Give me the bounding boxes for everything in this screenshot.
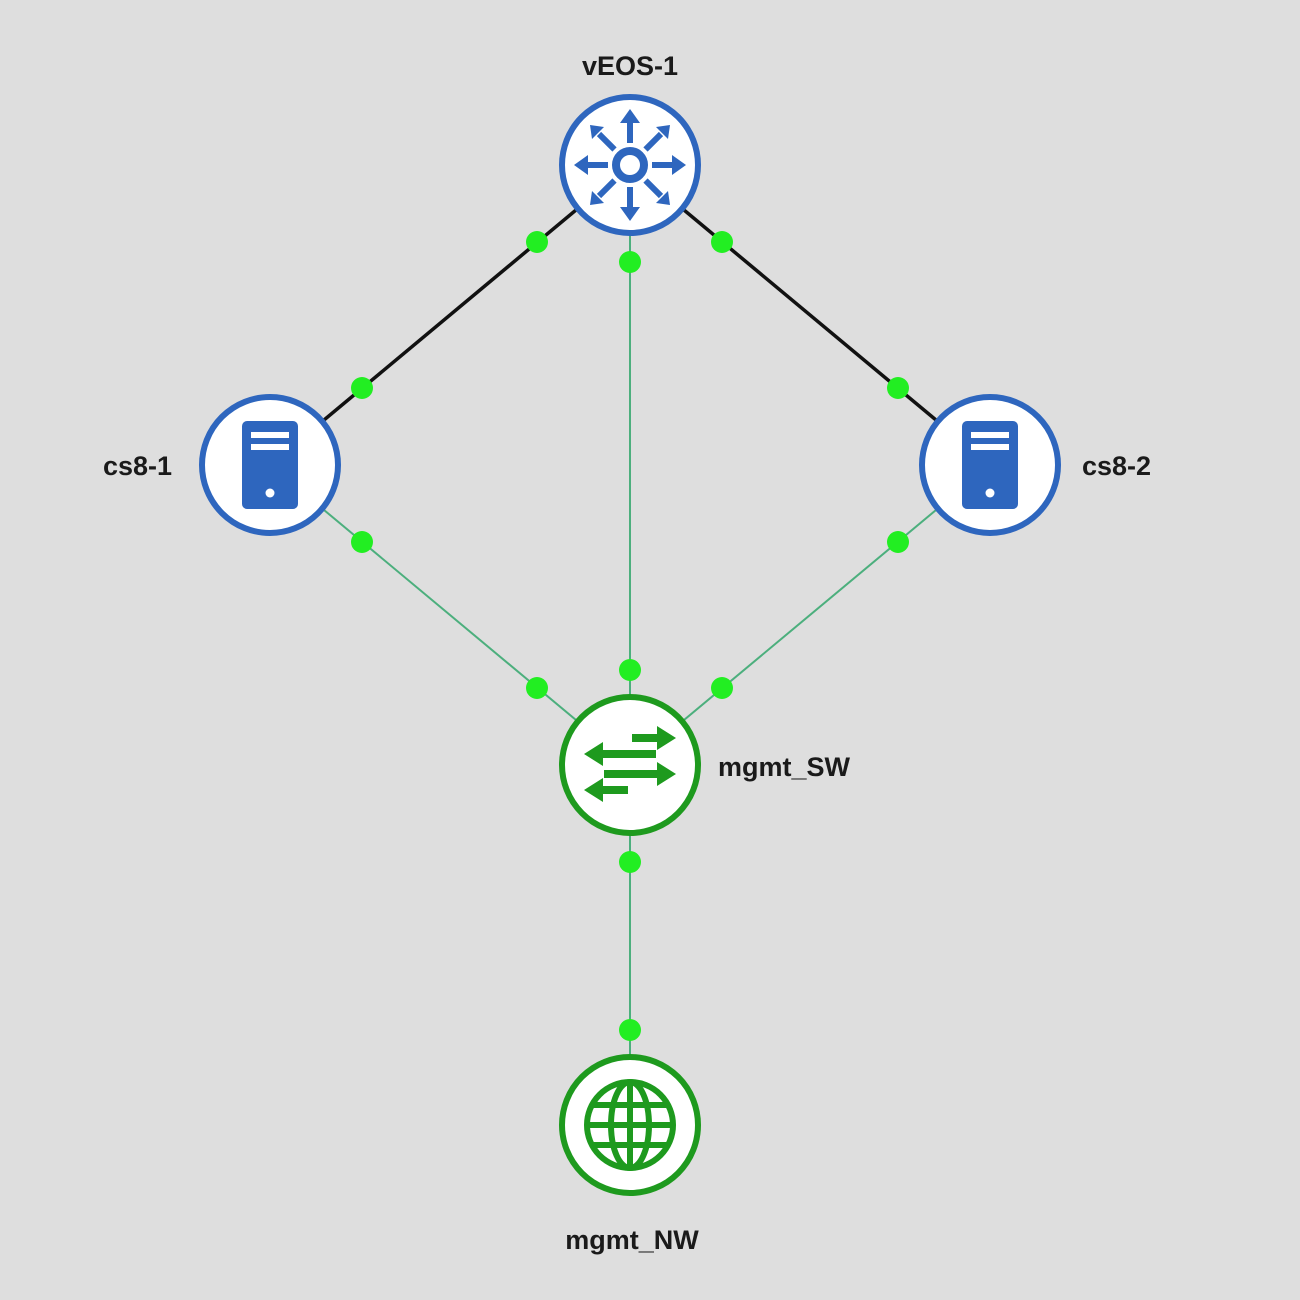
- link-veos1-cs8-2[interactable]: [628, 163, 992, 467]
- node-cs8-1[interactable]: cs8-1: [103, 394, 341, 536]
- port-veos1-to-cs8-2[interactable]: [711, 231, 733, 253]
- node-mgmt-nw-label: mgmt_NW: [565, 1225, 699, 1255]
- port-mgmt-sw-to-mgmt-nw[interactable]: [619, 851, 641, 873]
- server-icon: [242, 421, 298, 509]
- port-mgmt-sw-to-cs8-1[interactable]: [526, 677, 548, 699]
- globe-icon: [584, 1079, 676, 1171]
- node-veos1[interactable]: vEOS-1: [559, 51, 701, 236]
- ports: [351, 231, 909, 1041]
- router-icon: [574, 109, 686, 221]
- port-cs8-1-to-veos1[interactable]: [351, 377, 373, 399]
- link-cs8-1-mgmt-sw[interactable]: [269, 464, 631, 766]
- port-veos1-to-cs8-1[interactable]: [526, 231, 548, 253]
- node-veos1-label: vEOS-1: [582, 51, 678, 81]
- node-cs8-2-label: cs8-2: [1082, 451, 1151, 481]
- server-icon: [962, 421, 1018, 509]
- port-mgmt-sw-to-cs8-2[interactable]: [711, 677, 733, 699]
- node-mgmt-sw-label: mgmt_SW: [718, 752, 851, 782]
- port-cs8-1-to-mgmt-sw[interactable]: [351, 531, 373, 553]
- port-mgmt-sw-to-veos1[interactable]: [619, 659, 641, 681]
- node-mgmt-sw[interactable]: mgmt_SW: [559, 694, 851, 836]
- port-mgmt-nw-to-mgmt-sw[interactable]: [619, 1019, 641, 1041]
- link-cs8-2-mgmt-sw[interactable]: [629, 464, 991, 766]
- node-cs8-1-label: cs8-1: [103, 451, 172, 481]
- node-mgmt-sw-circle: [559, 694, 701, 836]
- switch-icon: [584, 726, 676, 802]
- port-veos1-to-mgmt-sw[interactable]: [619, 251, 641, 273]
- node-mgmt-nw[interactable]: mgmt_NW: [559, 1054, 701, 1255]
- node-cs8-2[interactable]: cs8-2: [919, 394, 1151, 536]
- link-veos1-cs8-1[interactable]: [268, 163, 632, 467]
- port-cs8-2-to-mgmt-sw[interactable]: [887, 531, 909, 553]
- port-cs8-2-to-veos1[interactable]: [887, 377, 909, 399]
